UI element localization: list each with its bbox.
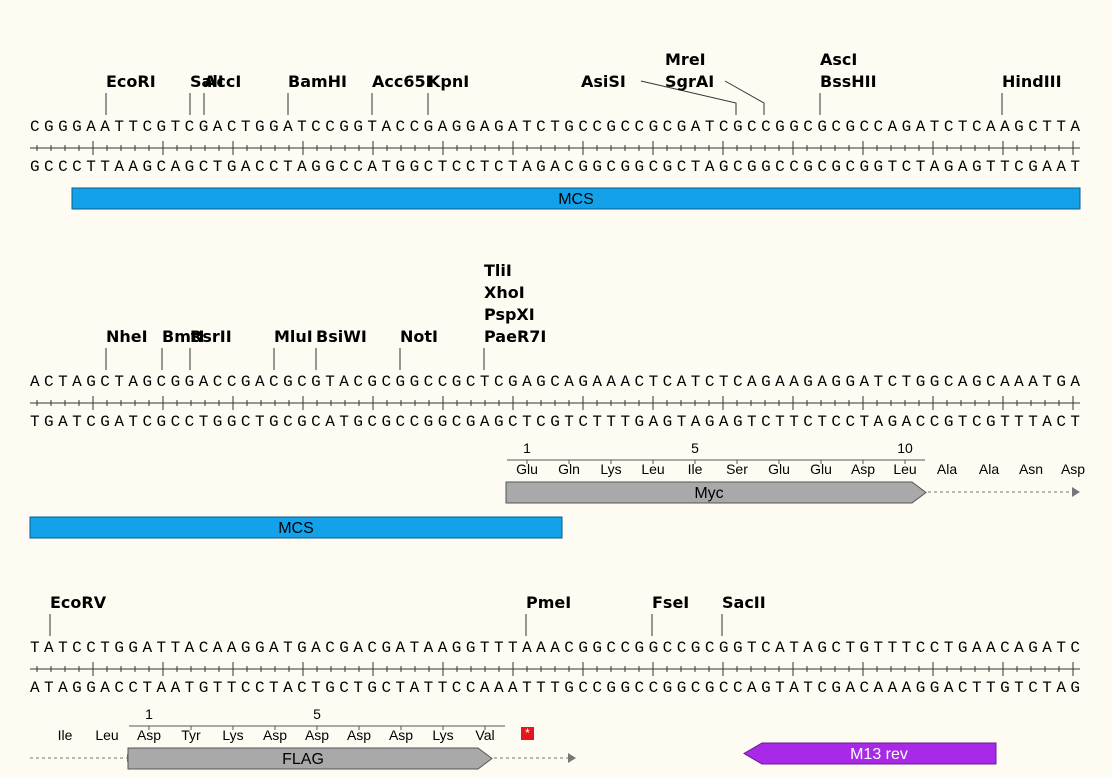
amino-acid: Ile — [58, 727, 73, 743]
amino-acid: Tyr — [181, 727, 201, 743]
residue-number: 1 — [145, 706, 153, 722]
top-strand: ACTAGCTAGCGGACCGACGCGTACGCGGCCGCTCGAGCAG… — [30, 373, 1080, 391]
enzyme-hindiii[interactable]: HindIII — [1002, 72, 1062, 91]
flag-tag-label: FLAG — [282, 751, 324, 768]
amino-acid: Ala — [937, 461, 957, 477]
residue-number: 1 — [523, 440, 531, 456]
enzyme-noti[interactable]: NotI — [400, 327, 438, 346]
amino-acid: Ser — [726, 461, 748, 477]
enzyme-bsshii[interactable]: BssHII — [820, 72, 877, 91]
amino-acid: Asn — [1019, 461, 1043, 477]
cut-site-leader — [640, 80, 737, 115]
stop-codon-box — [521, 727, 534, 740]
m13-rev-label: M13 rev — [850, 746, 908, 763]
amino-acid: Glu — [768, 461, 790, 477]
enzyme-ecorv[interactable]: EcoRV — [50, 593, 107, 612]
top-strand: CGGGAATTCGTCGACTGGATCCGGTACCGAGGAGATCTGC… — [30, 118, 1080, 136]
amino-acid: Asp — [263, 727, 287, 743]
amino-acid: Asp — [1061, 461, 1085, 477]
bottom-strand: GCCCTTAAGCAGCTGACCTAGGCCATGGCTCCTCTAGACG… — [30, 158, 1080, 176]
enzyme-mrei[interactable]: MreI — [665, 50, 706, 69]
enzyme-tlii[interactable]: TliI — [484, 261, 512, 280]
amino-acid: Asp — [389, 727, 413, 743]
enzyme-asci[interactable]: AscI — [820, 50, 857, 69]
dashed-arrowhead — [568, 753, 576, 763]
amino-acid: Lys — [432, 727, 453, 743]
flag-tag-feature[interactable] — [127, 747, 493, 770]
bottom-strand: ATAGGACCTAATGTTCCTACTGCTGCTATTCCAAATTTGC… — [30, 679, 1080, 697]
amino-acid: Gln — [558, 461, 580, 477]
bottom-strand: TGATCGATCGCCTGGCTGCGCATGCGCCGGCGAGCTCGTC… — [30, 413, 1080, 431]
amino-acid: Leu — [893, 461, 916, 477]
amino-acid: Leu — [95, 727, 118, 743]
mcs-label: MCS — [558, 191, 594, 208]
stop-codon-icon: * — [525, 726, 530, 740]
enzyme-acc65i[interactable]: Acc65I — [372, 72, 432, 91]
sequence-row-2: ACTAGCTAGCGGACCGACGCGTACGCGGCCGCTCGAGCAG… — [29, 261, 1085, 539]
enzyme-fsei[interactable]: FseI — [652, 593, 689, 612]
enzyme-rsrii[interactable]: RsrII — [190, 327, 232, 346]
enzyme-pspxi[interactable]: PspXI — [484, 305, 535, 324]
dashed-arrowhead — [1072, 487, 1080, 497]
amino-acid: Asp — [347, 727, 371, 743]
amino-acid: Asp — [305, 727, 329, 743]
amino-acid: Lys — [600, 461, 621, 477]
enzyme-paer7i[interactable]: PaeR7I — [484, 327, 546, 346]
residue-number: 10 — [897, 440, 913, 456]
enzyme-xhoi[interactable]: XhoI — [484, 283, 525, 302]
m13-rev-primer[interactable] — [743, 742, 997, 765]
enzyme-bsiwi[interactable]: BsiWI — [316, 327, 367, 346]
amino-acid: Lys — [222, 727, 243, 743]
enzyme-sacii[interactable]: SacII — [722, 593, 766, 612]
amino-acid: Leu — [641, 461, 664, 477]
enzyme-bmti[interactable]: BmtI — [162, 327, 204, 346]
amino-acid: Ala — [979, 461, 999, 477]
amino-acid: Val — [475, 727, 494, 743]
enzyme-sali[interactable]: SalI — [190, 72, 224, 91]
amino-acid: Ile — [688, 461, 703, 477]
enzyme-mlui[interactable]: MluI — [274, 327, 313, 346]
residue-number: 5 — [691, 440, 699, 456]
amino-acid: Asp — [137, 727, 161, 743]
sequence-row-3: TATCCTGGATTACAAGGATGACGACGATAAGGTTTAAACG… — [30, 593, 1080, 770]
cut-site-leader — [724, 80, 765, 115]
enzyme-sgrai[interactable]: SgrAI — [665, 72, 714, 91]
amino-acid: Asp — [851, 461, 875, 477]
enzyme-bamhi[interactable]: BamHI — [288, 72, 347, 91]
myc-tag-feature[interactable] — [505, 481, 927, 504]
mcs-label: MCS — [278, 520, 314, 537]
sequence-row-1: CGGGAATTCGTCGACTGGATCCGGTACCGAGGAGATCTGC… — [30, 50, 1081, 210]
enzyme-ecori[interactable]: EcoRI — [106, 72, 156, 91]
enzyme-nhei[interactable]: NheI — [106, 327, 148, 346]
enzyme-asisi[interactable]: AsiSI — [581, 72, 626, 91]
enzyme-kpni[interactable]: KpnI — [428, 72, 469, 91]
enzyme-acci[interactable]: AccI — [204, 72, 241, 91]
mcs-feature[interactable] — [71, 187, 1081, 210]
myc-tag-label: Myc — [694, 485, 723, 502]
enzyme-pmei[interactable]: PmeI — [526, 593, 571, 612]
amino-acid: Glu — [810, 461, 832, 477]
residue-number: 5 — [313, 706, 321, 722]
amino-acid: Glu — [516, 461, 538, 477]
top-strand: TATCCTGGATTACAAGGATGACGACGATAAGGTTTAAACG… — [30, 639, 1080, 657]
mcs-feature[interactable] — [29, 516, 563, 539]
